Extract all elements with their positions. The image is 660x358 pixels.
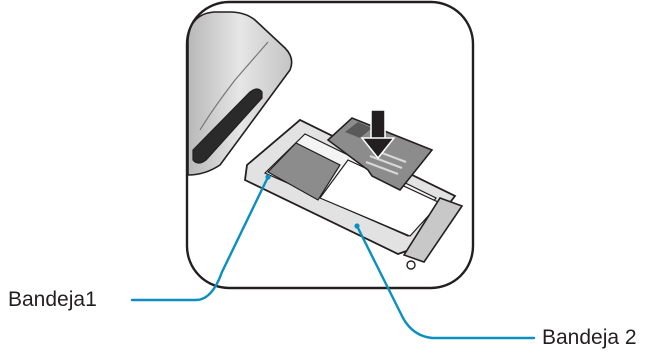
sim-tray	[244, 118, 464, 270]
tray-end-cap	[402, 197, 464, 263]
tray-pin-hole	[406, 260, 416, 270]
tray2-callout	[354, 223, 536, 340]
phone-tray-slot	[192, 88, 263, 164]
tray1-label: Bandeja1	[8, 288, 97, 311]
tray1-callout	[130, 174, 271, 302]
tray2-label: Bandeja 2	[542, 326, 637, 349]
phone-edge	[187, 11, 293, 176]
insert-arrow-icon	[360, 109, 396, 160]
tray1-sim-card	[267, 142, 341, 201]
